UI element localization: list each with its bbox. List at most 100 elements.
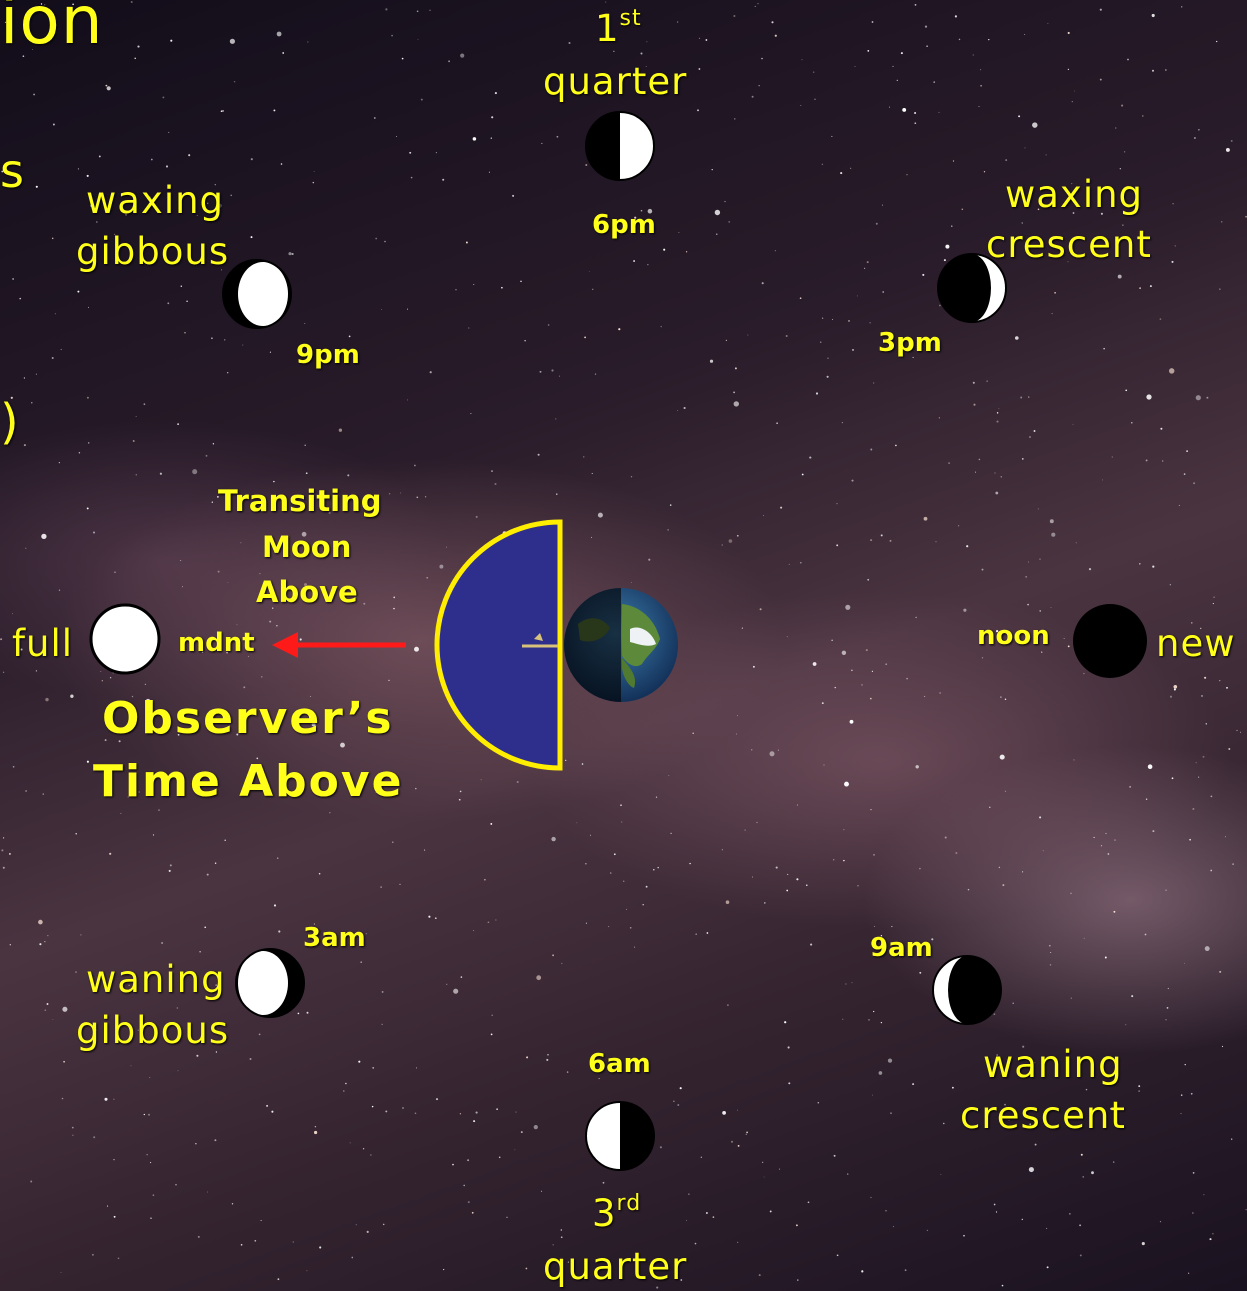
star [844, 781, 849, 787]
star [312, 181, 315, 184]
star [878, 1071, 883, 1075]
star [1024, 147, 1026, 149]
star [842, 1018, 844, 1020]
star [895, 444, 897, 447]
star [1046, 1266, 1049, 1269]
star [205, 454, 208, 457]
star [869, 697, 872, 700]
star [1000, 696, 1002, 698]
star [221, 269, 222, 271]
waning-crescent-time: 9am [870, 933, 933, 963]
star [996, 1054, 999, 1056]
star [1069, 1213, 1071, 1215]
waxing-gibbous-moon-icon [222, 259, 292, 329]
star [1146, 394, 1152, 400]
star [157, 980, 160, 982]
star [996, 630, 999, 633]
star [1067, 31, 1070, 35]
star [630, 475, 633, 478]
star [269, 620, 272, 623]
star [1220, 221, 1223, 223]
star [591, 472, 593, 475]
star [533, 1124, 538, 1130]
star [177, 733, 180, 736]
star [980, 69, 982, 71]
star [33, 93, 35, 96]
star [1152, 69, 1154, 72]
star [737, 1109, 739, 1111]
star [904, 1269, 907, 1272]
star [1171, 777, 1174, 780]
star [349, 1142, 351, 1144]
star [1046, 1227, 1048, 1229]
star [328, 781, 331, 784]
star [728, 539, 733, 543]
full-moon-icon [89, 603, 161, 675]
star [873, 382, 875, 384]
star [573, 89, 575, 92]
star [797, 1279, 799, 1281]
star [345, 1082, 347, 1085]
third-quarter-time: 6am [588, 1049, 651, 1079]
star [1093, 836, 1095, 838]
star [143, 1113, 145, 1116]
star [439, 564, 444, 569]
star [1042, 850, 1044, 852]
star [177, 423, 179, 425]
star [271, 1110, 274, 1113]
star [558, 375, 560, 377]
star [60, 348, 62, 351]
star [125, 213, 128, 216]
waxing-gibbous-time: 9pm [296, 340, 360, 370]
star [1034, 1143, 1037, 1146]
star [195, 1143, 197, 1145]
star [915, 616, 917, 619]
star [365, 933, 367, 935]
star [435, 1098, 439, 1101]
star [560, 1236, 563, 1239]
star [291, 252, 294, 256]
star [1210, 869, 1213, 872]
star [315, 944, 318, 947]
star [1219, 680, 1221, 682]
star [38, 919, 43, 925]
star [1183, 473, 1186, 475]
star [459, 1113, 462, 1115]
star [1008, 1119, 1010, 1121]
star [706, 932, 709, 934]
star [657, 866, 659, 869]
first-quarter-time: 6pm [592, 210, 656, 240]
star [274, 545, 276, 548]
star [841, 422, 843, 424]
star [393, 596, 396, 599]
star [524, 340, 526, 342]
star [168, 869, 171, 872]
star [1131, 995, 1134, 998]
star [180, 560, 182, 561]
star [93, 531, 95, 534]
star [351, 1256, 354, 1259]
star [800, 105, 802, 106]
star [206, 873, 209, 876]
star [763, 1176, 765, 1178]
star [943, 259, 946, 262]
star [914, 4, 917, 6]
star [1037, 208, 1040, 211]
star [211, 501, 213, 503]
star [1041, 651, 1043, 653]
star [494, 482, 497, 486]
star [501, 286, 503, 289]
star [1210, 795, 1213, 798]
star [276, 31, 282, 37]
star [993, 1013, 996, 1016]
star [1121, 104, 1124, 107]
star [677, 1104, 680, 1106]
star [935, 541, 937, 543]
star [869, 322, 871, 324]
star [1139, 287, 1141, 289]
star [634, 946, 635, 948]
star [836, 544, 839, 547]
star [1029, 436, 1031, 438]
star [676, 21, 679, 23]
star [730, 1140, 734, 1143]
